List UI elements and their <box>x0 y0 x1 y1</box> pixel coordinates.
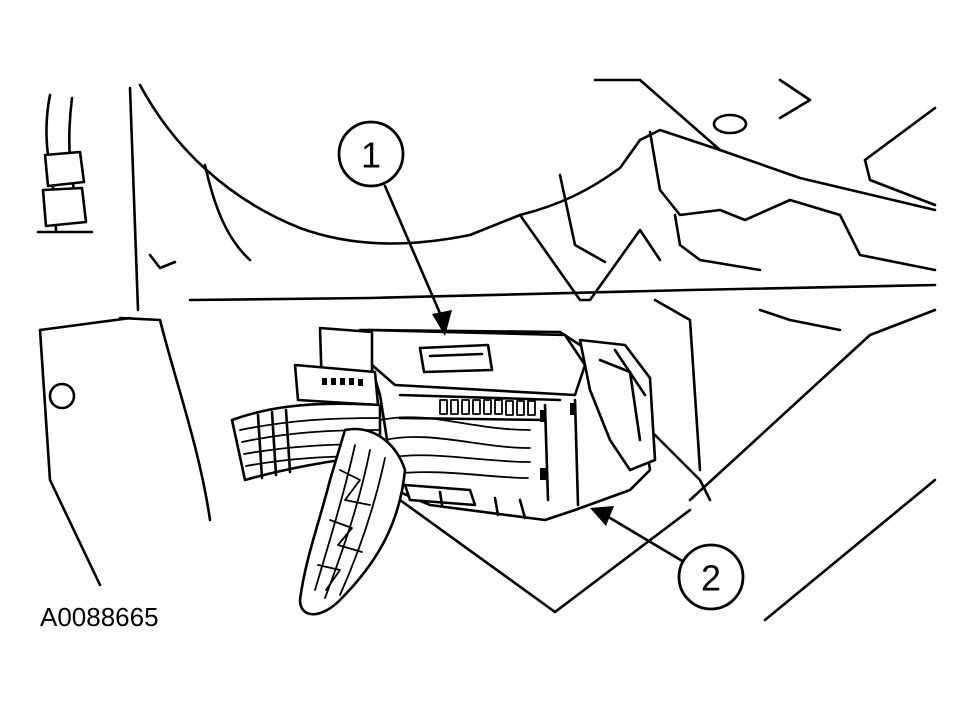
callout-2-label: 2 <box>701 558 721 599</box>
rear-pin-row <box>322 378 363 386</box>
wire-harness <box>230 402 531 616</box>
callout-1-label: 1 <box>361 135 381 176</box>
pin-row <box>439 399 536 416</box>
vehicle-structure <box>36 78 937 622</box>
callout-2: 2 <box>590 506 745 611</box>
figure-id: A0088665 <box>40 602 159 632</box>
callout-1: 1 <box>337 120 452 336</box>
